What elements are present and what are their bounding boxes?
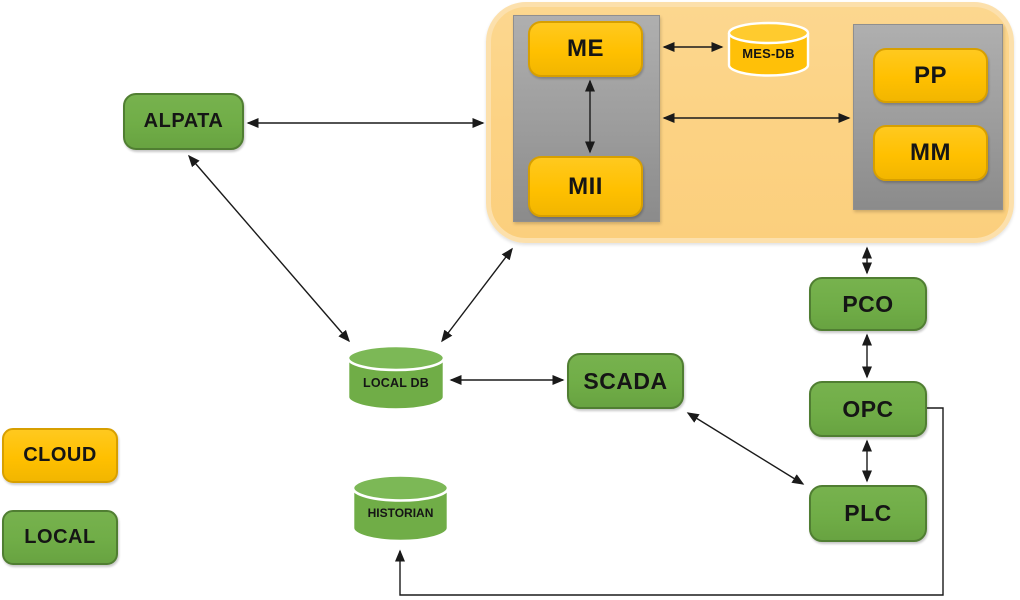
node-scada: SCADA	[567, 353, 684, 409]
cylinder-shape	[346, 344, 446, 411]
node-mii: MII	[528, 156, 643, 217]
node-me: ME	[528, 21, 643, 77]
connector-cloud-localdb	[441, 247, 513, 343]
mes-db-cylinder-icon: MES-DB	[726, 21, 811, 78]
historian-cylinder-icon: HISTORIAN	[350, 473, 451, 546]
mes-db-label: MES-DB	[742, 46, 795, 61]
node-opc: OPC	[809, 381, 927, 437]
local-db-cylinder-icon: LOCAL DB	[345, 344, 447, 414]
cylinder-shape	[727, 21, 810, 77]
node-mm: MM	[873, 125, 988, 181]
historian-label: HISTORIAN	[367, 506, 434, 520]
node-plc: PLC	[809, 485, 927, 542]
node-pp: PP	[873, 48, 988, 103]
node-pco: PCO	[809, 277, 927, 331]
local-db-label: LOCAL DB	[363, 376, 429, 390]
connector-alpata-localdb	[188, 154, 350, 343]
legend-cloud: CLOUD	[2, 428, 118, 483]
node-alpata: ALPATA	[123, 93, 244, 150]
legend-local: LOCAL	[2, 510, 118, 565]
connector-scada-plc	[686, 412, 805, 485]
